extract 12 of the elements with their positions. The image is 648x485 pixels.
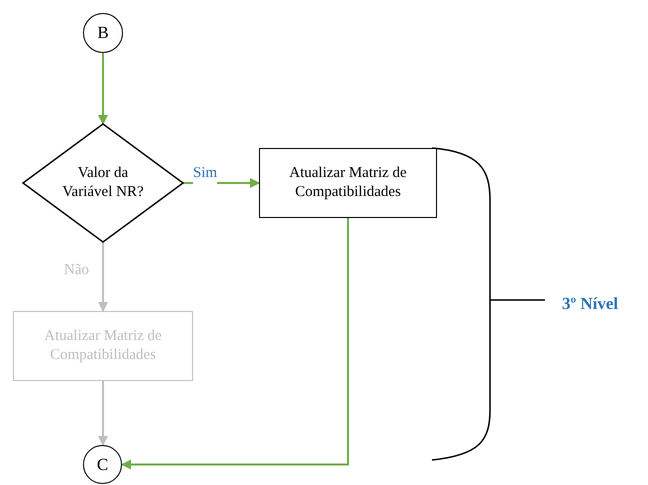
process-box (259, 148, 437, 218)
node-text: Atualizar Matriz de Compatibilidades (288, 164, 408, 202)
arrow (98, 381, 108, 446)
arrow (98, 53, 108, 125)
level-label: 3º Nível (562, 293, 618, 315)
node-text: Valor da Variável NR? (61, 164, 145, 202)
node-text: B (97, 22, 109, 44)
node-text: C (96, 454, 108, 476)
arrow (98, 242, 108, 312)
arrow (121, 218, 349, 470)
process-box (13, 311, 193, 381)
node-text: Atualizar Matriz de Compatibilidades (43, 327, 163, 365)
